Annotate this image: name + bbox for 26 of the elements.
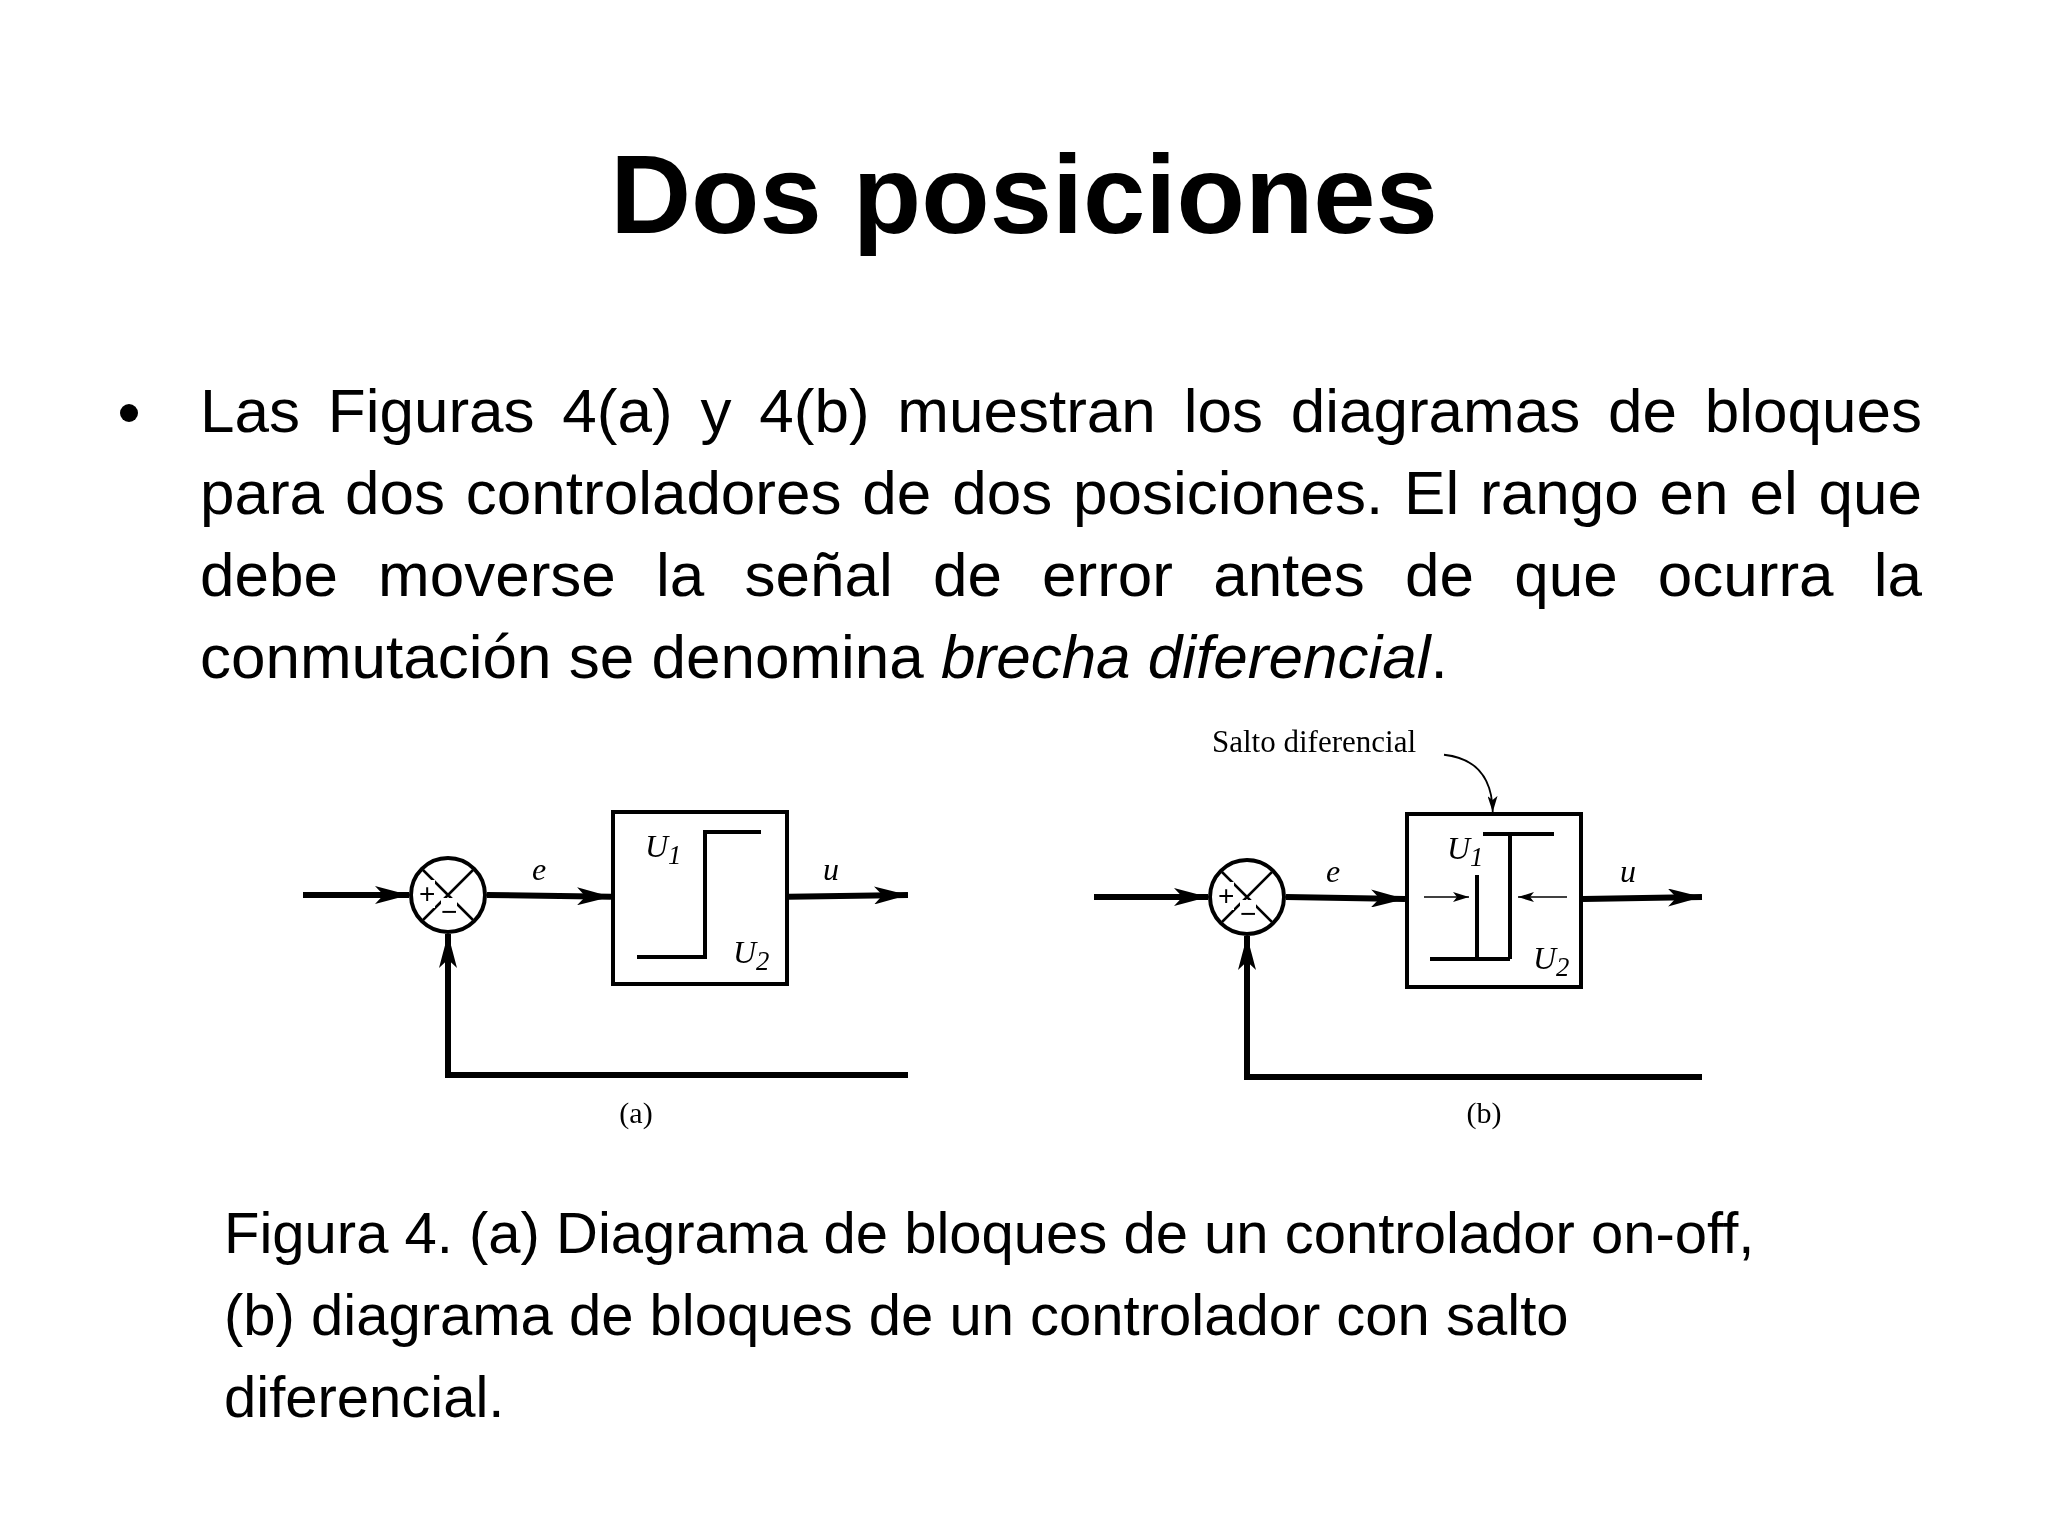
figure-caption: Figura 4. (a) Diagrama de bloques de un controlador on-off, (b) diagrama de bloques de un controlador con salto diferencial. xyxy=(224,1199,1756,1431)
arrow xyxy=(1238,936,1702,1080)
edge-label: e xyxy=(532,853,547,885)
block-box xyxy=(1405,812,1583,989)
summing-junction xyxy=(409,856,487,934)
slide-title: Dos posiciones xyxy=(609,131,1439,259)
edge-label: e xyxy=(1326,855,1341,887)
edge-label: u xyxy=(823,853,839,885)
callout-text: Salto diferencial xyxy=(1212,724,1444,760)
body-text: Las Figuras 4(a) y 4(b) muestran los diagramas de bloques para dos controladores de dos posiciones. El rango en el que debe moverse la señal de error antes de que ocurra la conmutación se denomina brecha diferencial. xyxy=(200,375,1922,693)
arrow xyxy=(303,886,409,904)
summing-junction xyxy=(1208,858,1286,936)
arrow xyxy=(788,886,909,905)
sign: + xyxy=(419,880,436,908)
sign: + xyxy=(1218,882,1235,910)
arrow xyxy=(486,887,612,906)
block-label: U$_{1}$ xyxy=(1447,830,1484,876)
figure-label: (b) xyxy=(1465,1096,1503,1130)
edge-label: u xyxy=(1620,855,1636,887)
arrow xyxy=(1285,889,1406,908)
block-box xyxy=(611,810,789,986)
figure-label: (a) xyxy=(618,1096,654,1130)
leader-line xyxy=(1443,753,1497,813)
arrow xyxy=(439,934,908,1078)
arrow xyxy=(1582,888,1703,907)
arrow xyxy=(1094,888,1208,906)
